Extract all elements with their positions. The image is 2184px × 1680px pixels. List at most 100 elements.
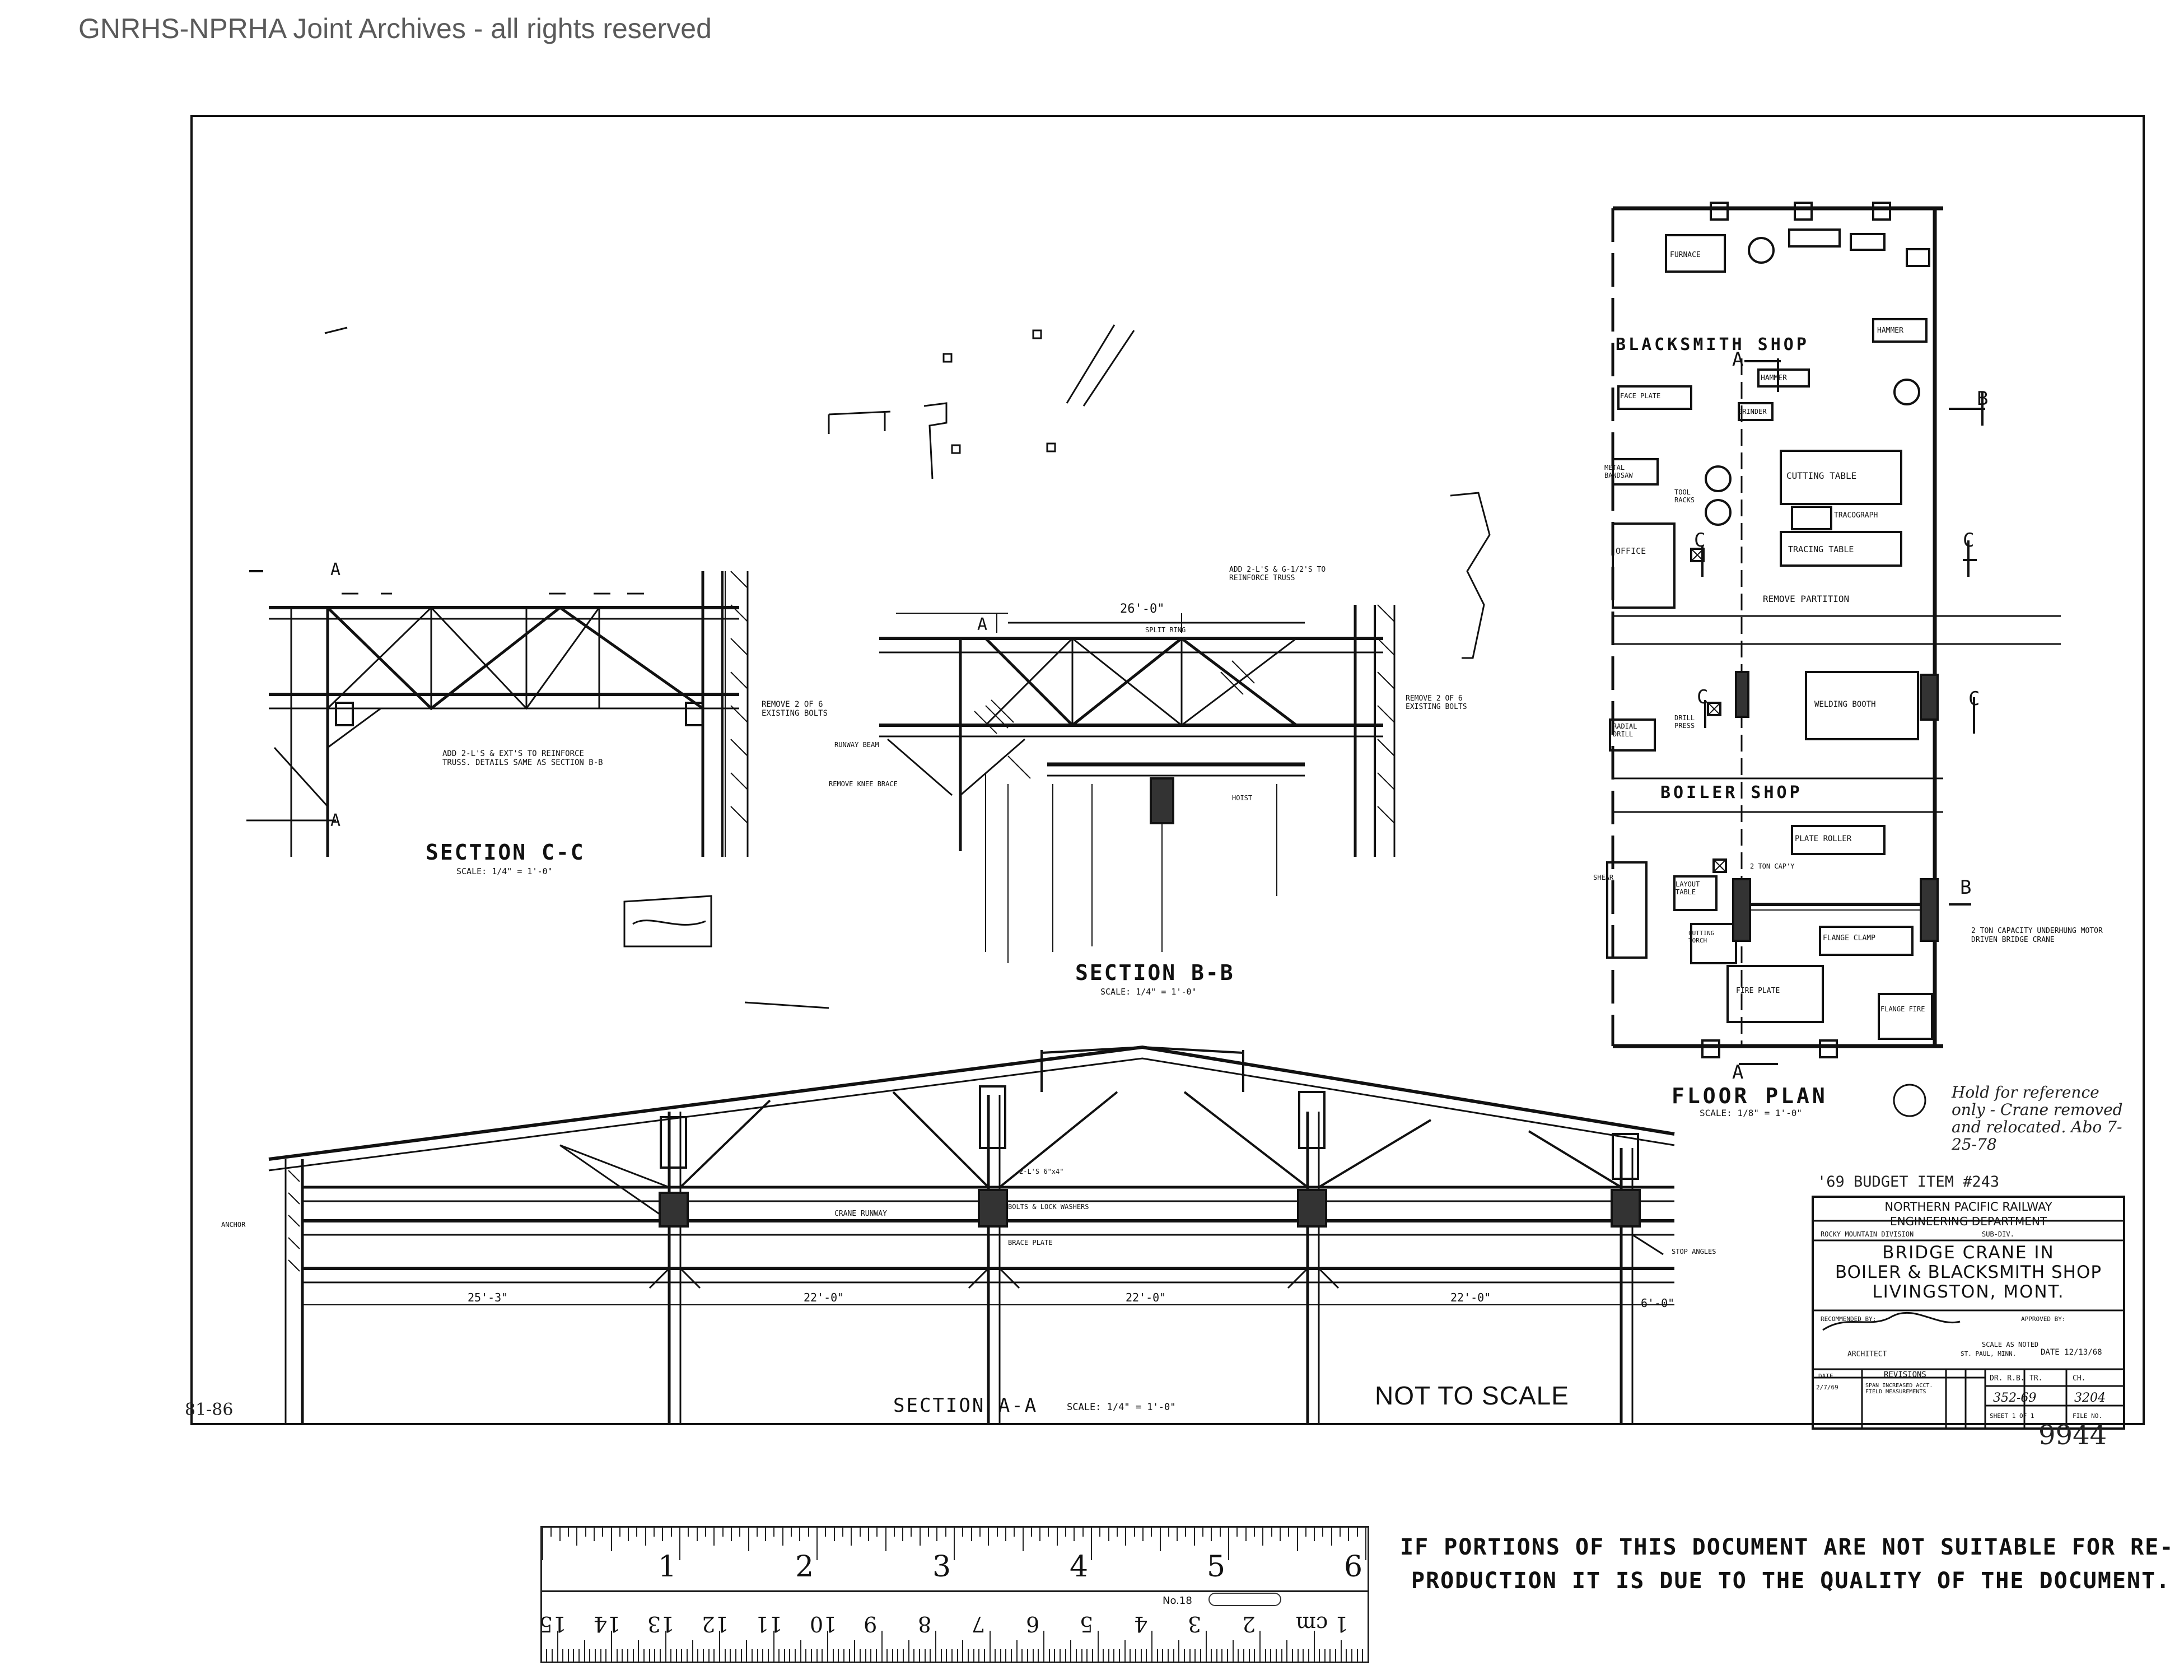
ruler-cm-tick xyxy=(832,1649,834,1662)
ruler-cm-tick xyxy=(675,1649,677,1662)
ruler-inch-tick xyxy=(1074,1528,1075,1541)
ruler-model: No.18 xyxy=(1163,1595,1192,1607)
stop-angles-note: STOP ANGLES xyxy=(1672,1248,1716,1256)
ruler-inch-tick xyxy=(885,1528,886,1551)
section-cc-title: SECTION C-C xyxy=(426,840,585,865)
ruler-inch-tick xyxy=(542,1528,543,1560)
ruler-inch-tick xyxy=(1177,1528,1178,1541)
ruler-cm-tick xyxy=(1238,1649,1239,1662)
ruler-cm-tick xyxy=(892,1649,893,1662)
section-bb-hoist-note: HOIST xyxy=(1232,794,1253,802)
ruler-cm-tick xyxy=(886,1649,888,1662)
ruler-cm-tick xyxy=(1351,1649,1353,1662)
ruler-inch-tick xyxy=(1331,1528,1332,1546)
ruler-inch-tick xyxy=(636,1528,638,1537)
ruler-cm-tick xyxy=(1097,1631,1099,1662)
ruler-cm-tick xyxy=(1048,1649,1050,1662)
ruler-cm-tick xyxy=(751,1649,753,1662)
ruler-cm-tick xyxy=(1119,1649,1121,1662)
ruler-cm-tick xyxy=(605,1649,607,1662)
ruler-inch-tick xyxy=(782,1528,783,1546)
quality-notice-line-1: IF PORTIONS OF THIS DOCUMENT ARE NOT SUI… xyxy=(1400,1534,2174,1560)
revision-entry-date: 2/7/69 xyxy=(1816,1384,1838,1391)
floor-plan xyxy=(1606,202,2061,1065)
afe-number: 352-69 xyxy=(1993,1391,2037,1405)
department-name: ENGINEERING DEPARTMENT xyxy=(1889,1215,2047,1228)
ruler-cm-tick xyxy=(1173,1649,1174,1662)
face-plate-label: FACE PLATE xyxy=(1620,392,1661,400)
ruler-cm-tick xyxy=(557,1631,558,1662)
dimension-bay-1: 25'-3" xyxy=(468,1291,508,1304)
ruler-cm-tick xyxy=(546,1649,548,1662)
dimension-bay-3: 22'-0" xyxy=(1126,1291,1166,1304)
remove-partition-label: REMOVE PARTITION xyxy=(1763,594,1850,604)
drawing-title-line-3: LIVINGSTON, MONT. xyxy=(1872,1282,2065,1302)
ruler-cm-tick xyxy=(730,1649,731,1662)
ruler-cm-tick xyxy=(562,1649,564,1662)
ruler-inch-tick xyxy=(1151,1528,1152,1537)
ruler-inch-tick xyxy=(1340,1528,1341,1537)
ruler-cm-tick xyxy=(1291,1649,1293,1662)
ruler-inch-tick xyxy=(1022,1528,1024,1551)
ruler-inch-5: 5 xyxy=(1207,1550,1226,1584)
section-cc-reinforce-note: ADD 2-L'S & EXT'S TO REINFORCE TRUSS. DE… xyxy=(442,749,603,767)
ruler-inch-6: 6 xyxy=(1344,1550,1363,1584)
ruler-inch-tick xyxy=(748,1528,749,1551)
ruler-cm-tick xyxy=(838,1649,839,1662)
ruler-cm-tick xyxy=(1140,1649,1142,1662)
ruler-cm-tick xyxy=(1070,1640,1072,1662)
ruler-cm-tick xyxy=(1108,1649,1109,1662)
budget-item: '69 BUDGET ITEM #243 xyxy=(1817,1173,2000,1191)
revision-entry-text: SPAN INCREASED ACCT. FIELD MEASUREMENTS xyxy=(1865,1383,1933,1395)
section-bb-reinforce-note: ADD 2-L'S & G-1/2'S TO REINFORCE TRUSS xyxy=(1229,566,1326,582)
section-bb-marker: A xyxy=(977,615,988,634)
ruler-inch-tick xyxy=(962,1528,964,1537)
drawing-title-line-2: BOILER & BLACKSMITH SHOP xyxy=(1835,1262,2102,1282)
ruler-cm-tick xyxy=(1043,1631,1044,1662)
ruler-cm-tick xyxy=(687,1649,688,1662)
hammer-top-label: HAMMER xyxy=(1877,326,1903,335)
drawing-date: DATE 12/13/68 xyxy=(2041,1348,2102,1357)
section-aa-title: SECTION A-A xyxy=(893,1394,1038,1417)
ruler-inch-tick xyxy=(876,1528,878,1537)
ruler-cm-tick xyxy=(1183,1649,1185,1662)
ruler-cm-tick xyxy=(919,1649,921,1662)
ruler-cm-tick xyxy=(1346,1649,1347,1662)
ruler-cm-tick xyxy=(848,1649,850,1662)
ruler-inch-tick xyxy=(1116,1528,1118,1537)
ruler-cm-tick xyxy=(827,1631,828,1662)
ruler-cm-tick xyxy=(611,1631,612,1662)
ruler-inch-tick xyxy=(1356,1528,1358,1537)
ruler-cm-tick xyxy=(692,1640,693,1662)
ruler-cm-tick xyxy=(670,1649,672,1662)
ruler-inch-tick xyxy=(1228,1528,1229,1560)
ruler-inch-tick xyxy=(851,1528,852,1546)
hammer-label: HAMMER xyxy=(1761,374,1787,382)
ruler-inch-tick xyxy=(1219,1528,1221,1537)
section-cc-scale: SCALE: 1/4" = 1'-0" xyxy=(456,866,553,876)
ruler-inch-tick xyxy=(1039,1528,1041,1541)
section-cc-remove-bolts-note: REMOVE 2 OF 6 EXISTING BOLTS xyxy=(762,700,828,718)
ruler-cm-tick xyxy=(1227,1649,1229,1662)
ruler-cm-tick xyxy=(1189,1649,1191,1662)
ruler-cm-tick xyxy=(1016,1640,1018,1662)
ruler-inch-tick xyxy=(1365,1528,1366,1560)
ruler-inch-tick xyxy=(1322,1528,1324,1537)
ruler-cm-tick xyxy=(648,1649,650,1662)
ruler-cm-tick xyxy=(783,1649,785,1662)
ruler-cm-tick xyxy=(740,1649,742,1662)
ruler-inch-tick xyxy=(628,1528,629,1541)
floor-plan-title: FLOOR PLAN xyxy=(1672,1084,1828,1108)
ruler-inch-tick xyxy=(1348,1528,1350,1541)
ruler-cm-tick xyxy=(1281,1649,1282,1662)
ruler-cm-tick xyxy=(1194,1649,1196,1662)
ruler-cm-tick xyxy=(897,1649,899,1662)
ruler-inch-tick xyxy=(1211,1528,1212,1541)
ruler-inch-tick xyxy=(1193,1528,1195,1546)
ruler-inch-tick xyxy=(1253,1528,1255,1537)
boiler-shop-label: BOILER SHOP xyxy=(1660,783,1803,802)
margin-sketches xyxy=(324,324,1926,1117)
ruler-cm-tick xyxy=(789,1649,791,1662)
cut-marker-c-left: C xyxy=(1694,529,1706,552)
ruler-inch-tick xyxy=(1245,1528,1247,1541)
